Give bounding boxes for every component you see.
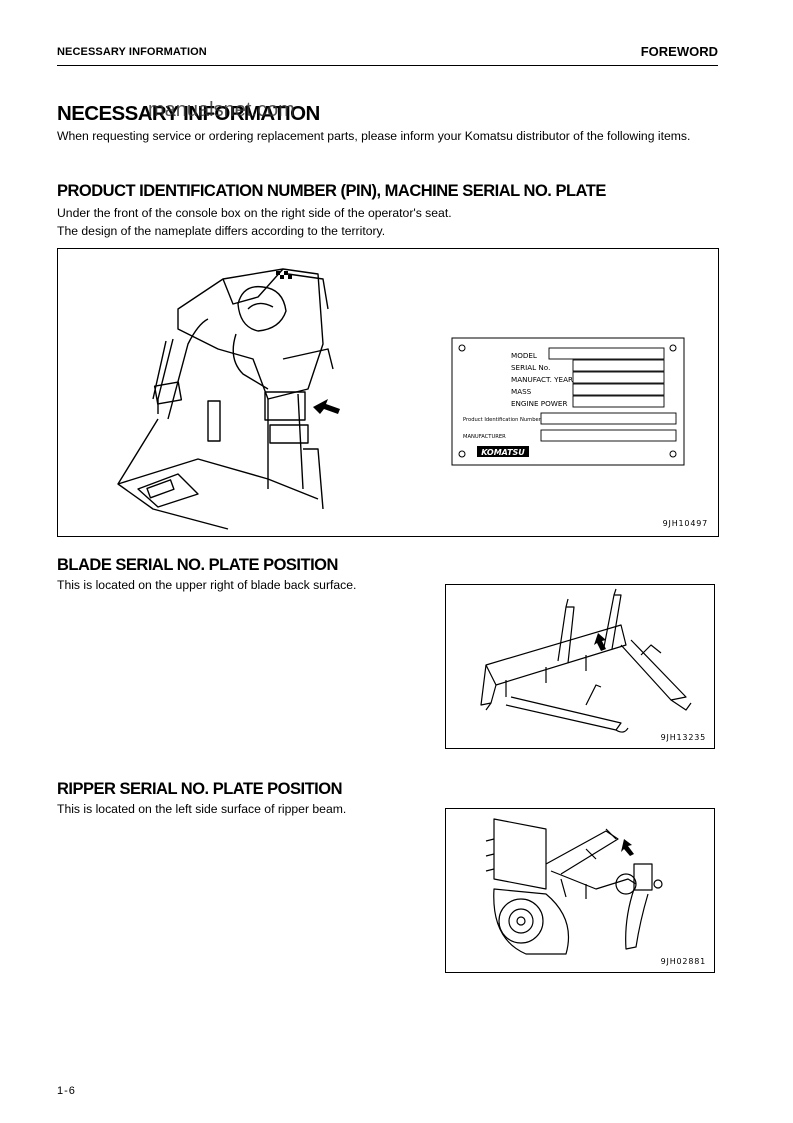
console-illustration: [117, 268, 340, 530]
nameplate-row-label: MODEL: [511, 351, 537, 360]
figure-nameplate-location: MODEL SERIAL No. MANUFACT. YEAR MASS ENG…: [57, 248, 719, 537]
section-pin-line-2: The design of the nameplate differs acco…: [57, 224, 386, 238]
nameplate-pin-label: Product Identification Number: [463, 417, 542, 423]
nameplate-diagram: MODEL SERIAL No. MANUFACT. YEAR MASS ENG…: [451, 337, 685, 466]
intro-paragraph: When requesting service or ordering repl…: [57, 129, 691, 143]
figure-ripper-plate: 9JH02881: [445, 808, 715, 973]
nameplate-row-label: SERIAL No.: [511, 363, 550, 372]
ripper-illustration: [485, 818, 663, 955]
section-pin-line-1: Under the front of the console box on th…: [57, 206, 452, 220]
section-heading-blade: BLADE SERIAL NO. PLATE POSITION: [57, 556, 338, 574]
nameplate-row-label: ENGINE POWER: [511, 399, 567, 408]
figure-code: 9JH02881: [660, 957, 706, 966]
nameplate-row-label: MANUFACT. YEAR: [511, 375, 573, 384]
komatsu-logo: KOMATSU: [481, 448, 525, 457]
section-heading-ripper: RIPPER SERIAL NO. PLATE POSITION: [57, 780, 343, 798]
watermark: manualsnet.com: [148, 99, 295, 121]
section-blade-line-1: This is located on the upper right of bl…: [57, 578, 357, 592]
page-number: 1-6: [57, 1085, 76, 1097]
figure-code: 9JH13235: [660, 733, 706, 742]
section-ripper-line-1: This is located on the left side surface…: [57, 802, 347, 816]
page-title: NECESSARY INFORMATION: [57, 102, 320, 125]
figure-blade-plate: 9JH13235: [445, 584, 715, 749]
header-rule: [57, 65, 718, 66]
section-heading-pin: PRODUCT IDENTIFICATION NUMBER (PIN), MAC…: [57, 182, 606, 200]
running-header-section: NECESSARY INFORMATION: [57, 46, 207, 58]
nameplate-row-label: MASS: [511, 387, 532, 396]
figure-code: 9JH10497: [662, 519, 708, 528]
nameplate-manufacturer-label: MANUFACTURER: [463, 434, 506, 440]
running-header-chapter: FOREWORD: [640, 44, 718, 59]
blade-illustration: [480, 588, 692, 733]
plate-location-arrow: [313, 399, 340, 414]
